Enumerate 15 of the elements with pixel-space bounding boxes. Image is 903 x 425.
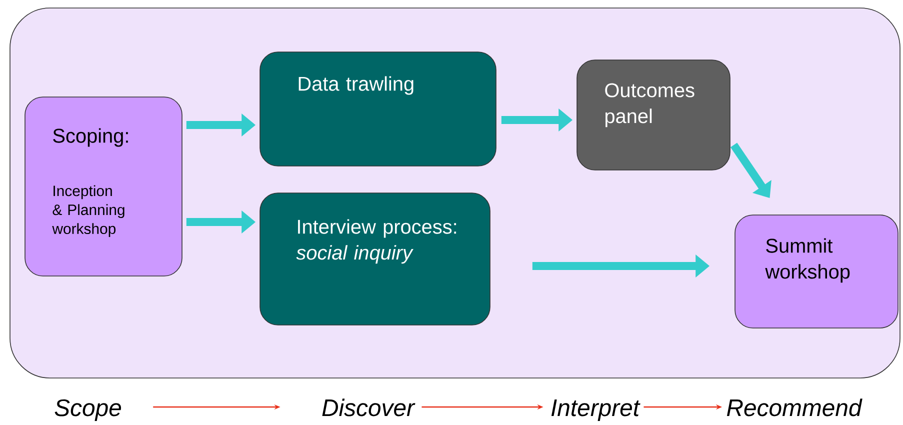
stage-label: Interpret bbox=[551, 400, 640, 421]
box-text: Inception & Planning workshop bbox=[52, 185, 124, 237]
box-text: Interview process: social inquiry bbox=[296, 219, 456, 264]
process-box bbox=[24, 96, 182, 276]
box-text: Data trawling bbox=[298, 76, 414, 95]
box-text: Scoping: bbox=[53, 128, 128, 147]
stage-label: Recommend bbox=[726, 398, 862, 416]
process-box bbox=[734, 214, 898, 328]
box-text: Summit workshop bbox=[765, 238, 850, 283]
process-box bbox=[260, 192, 490, 326]
box-text: Outcomes panel bbox=[605, 83, 694, 128]
stage-label: Discover bbox=[322, 398, 416, 416]
process-box bbox=[260, 52, 496, 166]
process-box bbox=[576, 60, 730, 170]
stage-label: Scope bbox=[54, 399, 121, 421]
